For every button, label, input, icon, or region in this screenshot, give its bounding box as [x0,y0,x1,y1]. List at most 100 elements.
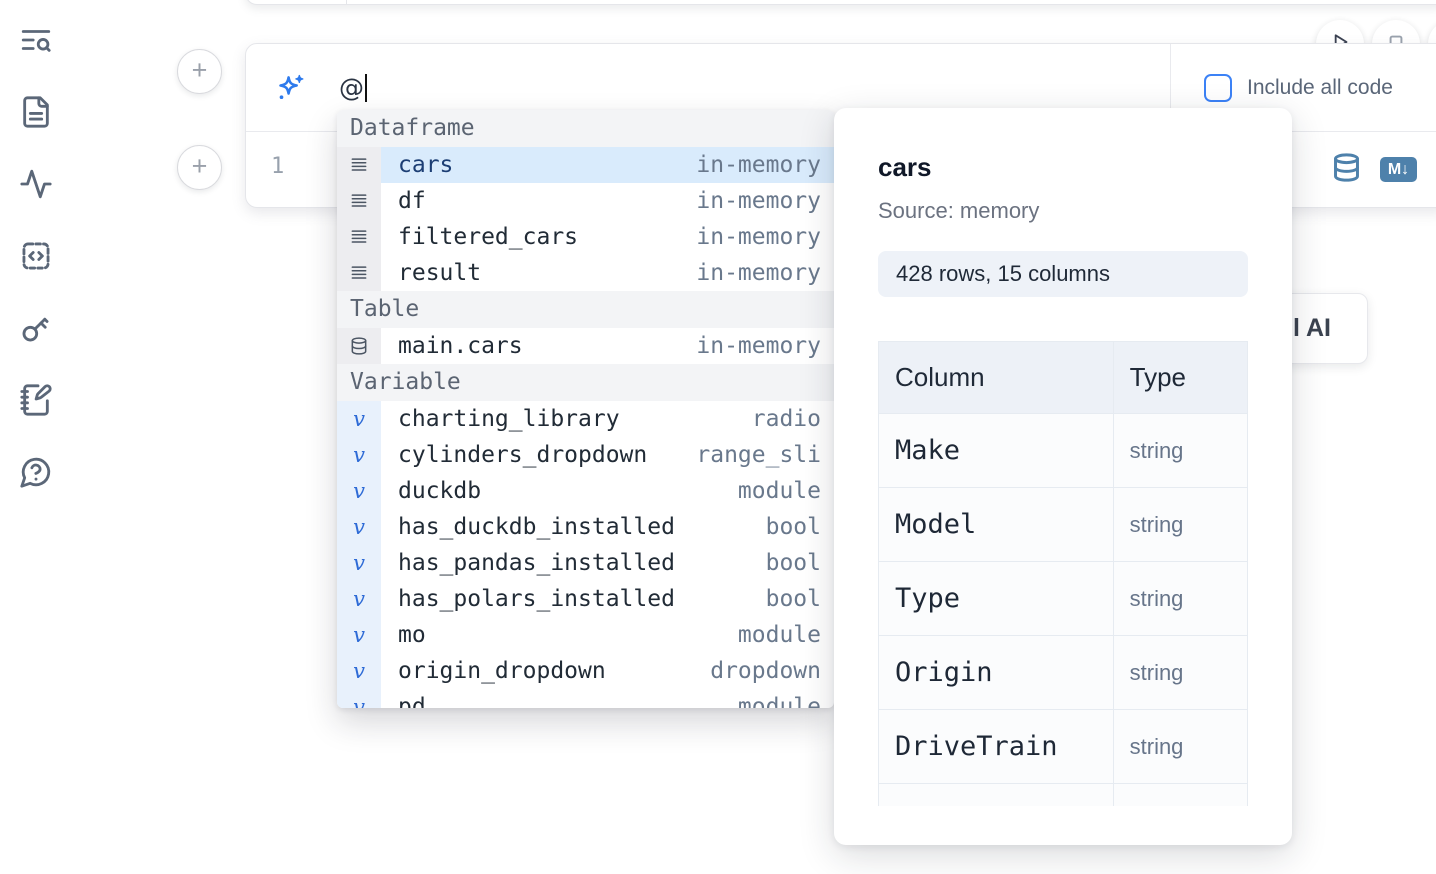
dataframe-icon [337,255,381,291]
completion-item-type: in-memory [696,188,821,214]
completion-item-type: in-memory [696,260,821,286]
dataframe-icon [337,183,381,219]
add-cell-above-button[interactable]: + [177,49,222,94]
line-number: 1 [271,154,285,179]
completion-item-result[interactable]: result in-memory [337,255,834,291]
schema-column-name: Model [878,487,1114,562]
dataframe-preview-popup: cars Source: memory 428 rows, 15 columns… [834,108,1292,845]
schema-row [878,783,1248,806]
ai-prompt-input[interactable]: @ [246,44,1171,131]
variable-icon: v [337,653,381,689]
completion-item-type: bool [765,550,821,576]
completion-item-name: duckdb [398,478,482,504]
file-text-icon[interactable] [19,95,53,129]
code-editor-row[interactable]: 1 M↓ [246,132,1436,207]
completion-item-name: origin_dropdown [398,658,606,684]
include-all-code-label: Include all code [1247,75,1393,99]
completion-item-type: in-memory [696,224,821,250]
completion-item-name: has_pandas_installed [398,550,675,576]
completion-item-has_pandas_installed[interactable]: v has_pandas_installed bool [337,545,834,581]
completion-section-header: Dataframe [337,110,834,147]
completion-item-name: mo [398,622,426,648]
schema-column-name: Type [878,561,1114,636]
completion-item-name: cylinders_dropdown [398,442,648,468]
previous-cell-edge [245,0,1436,5]
dataframe-icon [337,219,381,255]
schema-column-type: string [1112,487,1248,562]
completion-item-type: module [737,478,821,504]
completion-section-header: Table [337,291,834,328]
completion-item-name: df [398,188,426,214]
completion-item-type: range_sli [696,442,821,468]
completion-item-name: cars [381,147,697,183]
ai-card-label: l AI [1293,314,1331,342]
completion-item-type: module [737,622,821,648]
completion-item-name: has_duckdb_installed [398,514,675,540]
completion-item-cylinders_dropdown[interactable]: v cylinders_dropdown range_sli [337,437,834,473]
list-search-icon[interactable] [19,23,53,57]
include-all-code-checkbox[interactable] [1204,73,1232,102]
completion-item-name: result [398,260,482,286]
schema-column-type: string [1112,413,1248,488]
completion-item-name: main.cars [398,333,523,359]
dataframe-icon [337,147,381,183]
notebook-pen-icon[interactable] [19,383,53,417]
table-icon [337,328,381,364]
completion-item-df[interactable]: df in-memory [337,183,834,219]
help-chat-icon[interactable] [19,455,53,489]
shape-badge: 428 rows, 15 columns [878,251,1248,297]
schema-header-cell: Column [878,341,1114,414]
schema-column-name: Origin [878,635,1114,710]
schema-header-cell: Type [1112,341,1248,414]
activity-icon[interactable] [19,167,53,201]
completion-section-header: Variable [337,364,834,401]
completion-item-name: pd [398,694,426,708]
add-cell-below-button[interactable]: + [177,145,222,190]
variable-icon: v [337,617,381,653]
completion-item-type: dropdown [710,658,821,684]
preview-source: Source: memory [878,198,1040,223]
completion-item-type: in-memory [696,147,834,183]
completion-item-type: module [737,694,821,708]
completion-item-name: charting_library [398,406,620,432]
schema-column-type: string [1112,561,1248,636]
completion-item-name: has_polars_installed [398,586,675,612]
sidebar [19,23,53,489]
code-square-icon[interactable] [19,239,53,273]
cell-divider [346,0,347,4]
schema-column-type: string [1112,709,1248,784]
variable-icon: v [337,437,381,473]
markdown-icon[interactable]: M↓ [1380,157,1417,182]
text-caret [365,73,367,102]
schema-column-name [878,783,1114,806]
preview-title: cars [878,152,932,182]
schema-column-type [1112,783,1248,806]
variable-icon: v [337,545,381,581]
variable-icon: v [337,401,381,437]
key-icon[interactable] [19,311,53,345]
schema-column-name: Make [878,413,1114,488]
completion-item-charting_library[interactable]: v charting_library radio [337,401,834,437]
variable-icon: v [337,581,381,617]
ai-prompt-value: @ [339,73,364,102]
database-icon[interactable] [1331,152,1362,188]
schema-column-name: DriveTrain [878,709,1114,784]
completion-item-origin_dropdown[interactable]: v origin_dropdown dropdown [337,653,834,689]
completion-item-type: radio [751,406,821,432]
